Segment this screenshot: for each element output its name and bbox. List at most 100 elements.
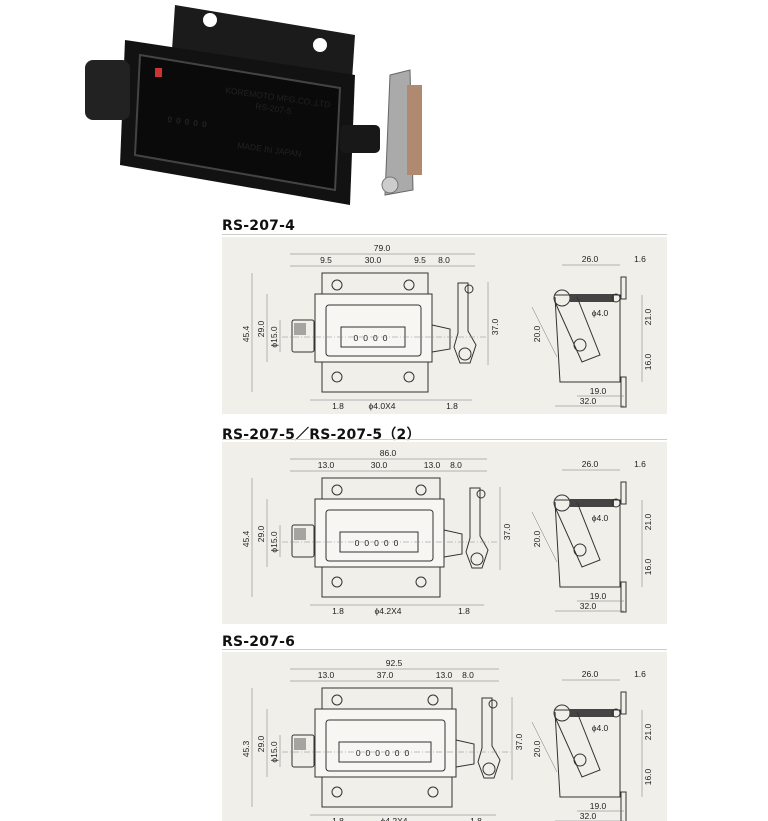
dim-height: 45.4 bbox=[241, 325, 251, 342]
dim-arm-length: 20.0 bbox=[532, 530, 542, 547]
dim-knob-diameter: ϕ15.0 bbox=[269, 326, 279, 348]
dim-segment: 9.5 bbox=[414, 255, 426, 265]
dim-lower-height: 16.0 bbox=[643, 353, 653, 370]
dim-spring-length: 26.0 bbox=[582, 459, 599, 469]
dim-holes: ϕ4.2X4 bbox=[381, 816, 408, 821]
reset-knob bbox=[291, 734, 315, 768]
product-photo: KOREMOTO MFG.CO.,LTD RS-207-5 00000 MADE… bbox=[85, 5, 422, 205]
mount-hole bbox=[331, 576, 343, 588]
dim-upper-height: 21.0 bbox=[643, 308, 653, 325]
dim-lever-height: 37.0 bbox=[514, 733, 524, 750]
reset-knob bbox=[291, 319, 315, 353]
dim-segment: 8.0 bbox=[462, 670, 474, 680]
mount-hole bbox=[427, 694, 439, 706]
model-title: RS-207-5／RS-207-5（2） bbox=[222, 427, 421, 443]
mount-hole bbox=[427, 786, 439, 798]
dim-spring-length: 26.0 bbox=[582, 254, 599, 264]
dim-knob-diameter: ϕ15.0 bbox=[269, 531, 279, 553]
mount-hole bbox=[331, 786, 343, 798]
dim-segment: 8.0 bbox=[450, 460, 462, 470]
dim-edge-left: 1.8 bbox=[332, 606, 344, 616]
dim-lever-height: 37.0 bbox=[502, 523, 512, 540]
mount-hole bbox=[403, 371, 415, 383]
dim-segment: 13.0 bbox=[318, 670, 335, 680]
dim-height: 45.4 bbox=[241, 530, 251, 547]
counter-digits: 000000 bbox=[356, 748, 414, 758]
mount-hole bbox=[403, 279, 415, 291]
spring bbox=[570, 294, 614, 302]
dim-body-height: 29.0 bbox=[256, 525, 266, 542]
dim-segment: 13.0 bbox=[424, 460, 441, 470]
dim-depth: 32.0 bbox=[580, 811, 597, 821]
model-title: RS-207-6 bbox=[222, 634, 296, 650]
counter-digits: 00000 bbox=[355, 538, 404, 548]
dim-plate-thickness: 1.6 bbox=[634, 459, 646, 469]
dim-arm-length: 20.0 bbox=[532, 740, 542, 757]
dim-holes: ϕ4.0X4 bbox=[369, 401, 396, 411]
dim-edge-left: 1.8 bbox=[332, 816, 344, 821]
mount-hole bbox=[203, 13, 217, 27]
dim-offset: 19.0 bbox=[590, 801, 607, 811]
dim-plate-thickness: 1.6 bbox=[634, 669, 646, 679]
dim-edge-right: 1.8 bbox=[458, 606, 470, 616]
dim-overall-width: 79.0 bbox=[374, 243, 391, 253]
dim-segment: 13.0 bbox=[318, 460, 335, 470]
lever bbox=[453, 282, 477, 364]
dim-lever-height: 37.0 bbox=[490, 318, 500, 335]
brand-logo bbox=[155, 68, 162, 77]
lever bbox=[477, 697, 501, 779]
dim-overall-width: 86.0 bbox=[380, 448, 397, 458]
dim-segment: 30.0 bbox=[371, 460, 388, 470]
reset-knob bbox=[85, 60, 130, 120]
mount-hole bbox=[415, 576, 427, 588]
dim-edge-right: 1.8 bbox=[446, 401, 458, 411]
model-title: RS-207-4 bbox=[222, 218, 296, 234]
mount-hole bbox=[313, 38, 327, 52]
dim-pin-diameter: ϕ4.0 bbox=[592, 513, 609, 523]
dim-knob-diameter: ϕ15.0 bbox=[269, 741, 279, 763]
mount-hole bbox=[331, 371, 343, 383]
side-view: 26.0 1.6 20.0 ϕ4.0 21.0 16.0 19.032.0 bbox=[531, 254, 653, 408]
dim-offset: 19.0 bbox=[590, 591, 607, 601]
mount-hole bbox=[415, 484, 427, 496]
side-view: 26.0 1.6 20.0 ϕ4.0 21.0 16.0 19.032.0 bbox=[531, 459, 653, 613]
dim-upper-height: 21.0 bbox=[643, 513, 653, 530]
counter-digits: 0000 bbox=[354, 333, 393, 343]
dim-depth: 32.0 bbox=[580, 396, 597, 406]
dim-plate-thickness: 1.6 bbox=[634, 254, 646, 264]
mount-hole bbox=[331, 694, 343, 706]
dim-body-height: 29.0 bbox=[256, 320, 266, 337]
dim-height: 45.3 bbox=[241, 740, 251, 757]
dim-arm-length: 20.0 bbox=[532, 325, 542, 342]
spring bbox=[570, 499, 614, 507]
dim-body-height: 29.0 bbox=[256, 735, 266, 752]
mount-hole bbox=[331, 484, 343, 496]
dim-pin-diameter: ϕ4.0 bbox=[592, 308, 609, 318]
dim-lower-height: 16.0 bbox=[643, 558, 653, 575]
dim-segment: 30.0 bbox=[365, 255, 382, 265]
mount-hole bbox=[331, 279, 343, 291]
spring bbox=[407, 85, 422, 175]
dim-offset: 19.0 bbox=[590, 386, 607, 396]
lever bbox=[384, 69, 414, 196]
dim-overall-width: 92.5 bbox=[386, 658, 403, 668]
reset-knob bbox=[291, 524, 315, 558]
dim-segment: 37.0 bbox=[377, 670, 394, 680]
dim-segment: 13.0 bbox=[436, 670, 453, 680]
spring bbox=[570, 709, 614, 717]
dim-edge-left: 1.8 bbox=[332, 401, 344, 411]
lever bbox=[465, 487, 489, 569]
dim-depth: 32.0 bbox=[580, 601, 597, 611]
dim-lower-height: 16.0 bbox=[643, 768, 653, 785]
dim-edge-right: 1.8 bbox=[470, 816, 482, 821]
